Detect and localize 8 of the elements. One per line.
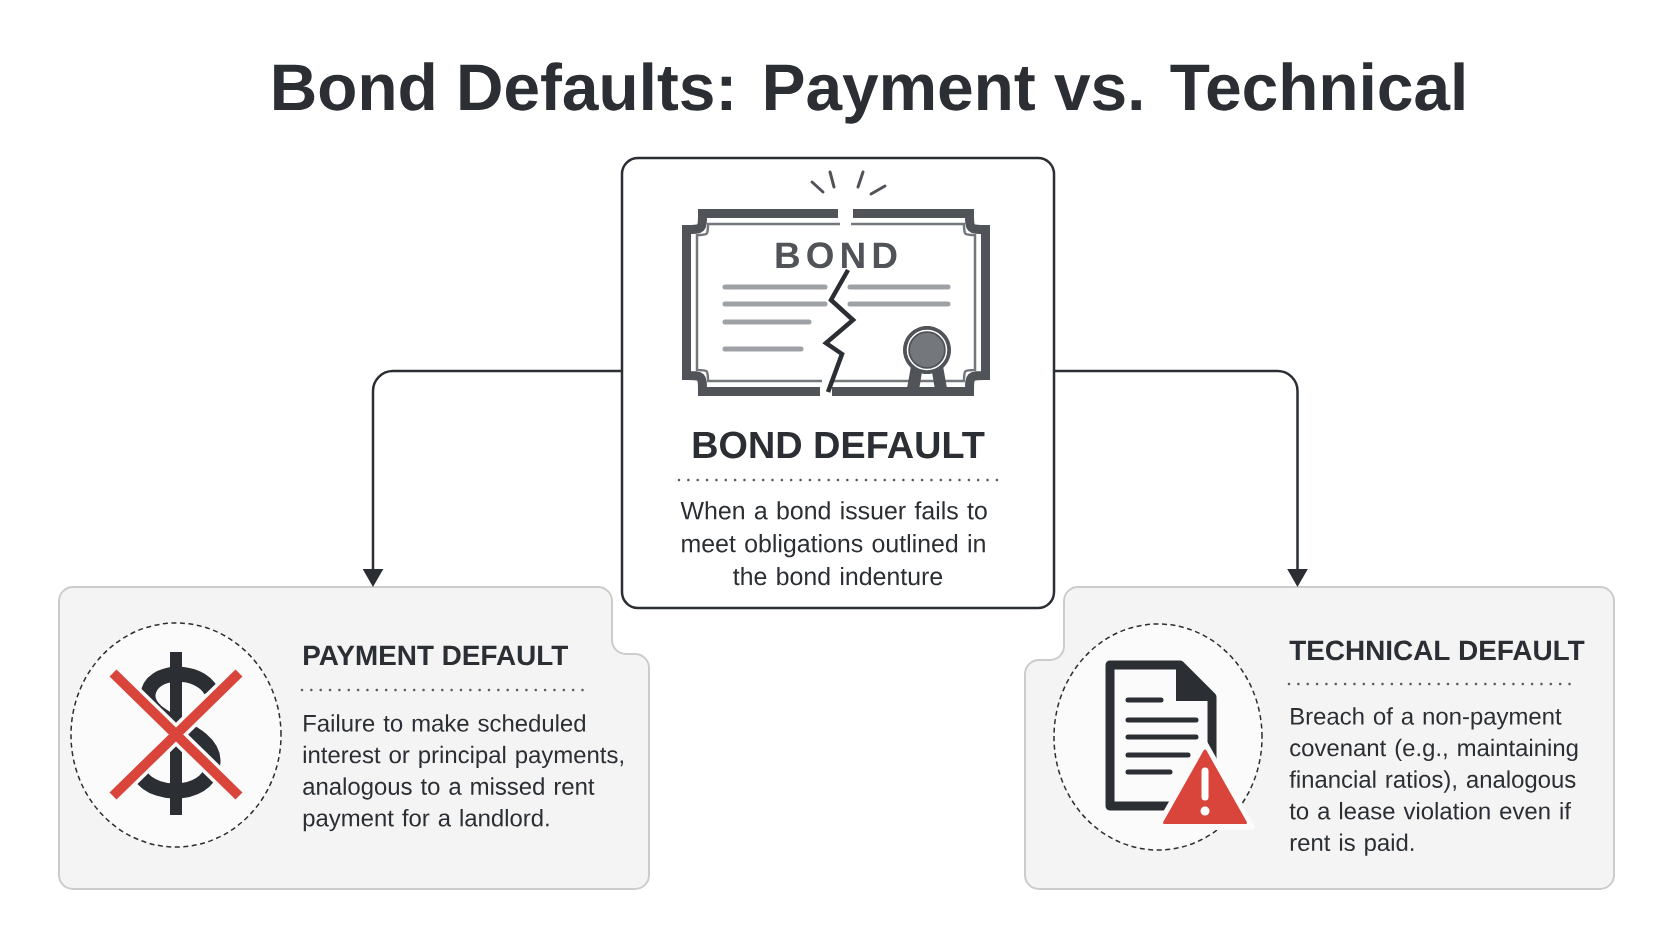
description: Breach of a non-payment covenant (e.g., maintaining financial ratios), analogous to a lease violation even if rent is paid.: [1289, 707, 1578, 856]
card-heading: TECHNICAL DEFAULT: [1289, 640, 1585, 661]
description: Failure to make scheduled interest or principal payments, analogous to a missed rent payment for a landlord.: [303, 714, 623, 832]
description: When a bond issuer fails to meet obligations outlined in the bond indenture: [680, 501, 987, 586]
certificate-word: BOND: [776, 242, 897, 269]
card-heading: BOND DEFAULT: [693, 431, 985, 459]
card-heading: PAYMENT DEFAULT: [304, 645, 568, 666]
title: Bond Defaults: Payment vs. Technical: [274, 62, 1464, 124]
